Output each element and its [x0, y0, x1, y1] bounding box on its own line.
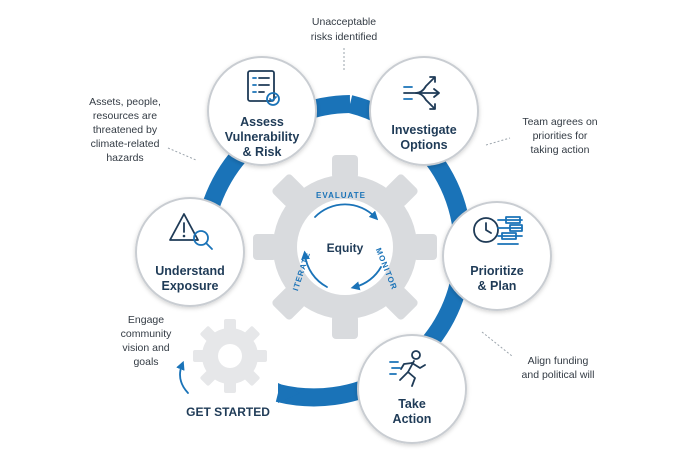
node-understand-line2: Exposure — [162, 279, 219, 293]
svg-text:Team agrees on: Team agrees on — [522, 116, 597, 128]
cycle-ring-arrow-tail — [278, 383, 300, 403]
node-prioritize-line2: & Plan — [478, 279, 517, 293]
connector-left — [167, 147, 197, 161]
svg-text:Align funding: Align funding — [528, 355, 589, 367]
node-understand-line1: Understand — [155, 264, 224, 278]
get-started-label[interactable]: GET STARTED — [186, 405, 270, 419]
node-prioritize-plan[interactable]: Prioritize & Plan — [442, 201, 552, 311]
note-start: Engage community vision and goals — [121, 314, 173, 368]
timeline-clock-icon — [473, 216, 523, 245]
node-action-line1: Take — [398, 397, 426, 411]
gear-evaluate-label: EVALUATE — [316, 191, 366, 200]
svg-text:climate-related: climate-related — [91, 138, 160, 150]
small-gear-icon — [193, 319, 267, 393]
warning-magnifier-icon — [169, 213, 213, 250]
gear-center-label: Equity — [327, 241, 364, 255]
svg-text:community: community — [121, 328, 173, 340]
node-take-action[interactable]: Take Action — [357, 334, 467, 444]
svg-text:resources are: resources are — [93, 110, 157, 122]
svg-text:goals: goals — [133, 356, 158, 368]
branching-arrows-icon — [403, 76, 440, 110]
start-curve-arrow — [176, 360, 189, 394]
node-investigate-line2: Options — [400, 138, 447, 152]
node-understand-exposure[interactable]: Understand Exposure — [135, 197, 245, 307]
node-assess-line3: & Risk — [243, 145, 282, 159]
svg-text:hazards: hazards — [106, 152, 143, 164]
connector-right-bottom — [481, 331, 513, 357]
node-investigate-line1: Investigate — [391, 123, 456, 137]
node-prioritize-line1: Prioritize — [470, 264, 524, 278]
running-person-icon — [389, 350, 426, 387]
note-top: Unacceptable risks identified — [311, 16, 378, 43]
node-assess-vulnerability[interactable]: Assess Vulnerability & Risk — [207, 56, 317, 166]
svg-text:vision and: vision and — [122, 342, 169, 354]
svg-text:Engage: Engage — [128, 314, 164, 326]
checklist-icon — [247, 70, 280, 106]
svg-text:risks identified: risks identified — [311, 31, 378, 43]
note-right-top: Team agrees on priorities for taking act… — [522, 116, 597, 156]
node-investigate-options[interactable]: Investigate Options — [369, 56, 479, 166]
node-action-line2: Action — [393, 412, 432, 426]
node-assess-line1: Assess — [240, 115, 284, 129]
svg-text:Unacceptable: Unacceptable — [312, 16, 376, 28]
svg-text:priorities for: priorities for — [533, 130, 588, 142]
note-right-bottom: Align funding and political will — [522, 355, 595, 381]
svg-text:Assets, people,: Assets, people, — [89, 96, 161, 108]
center-gear-icon — [253, 155, 437, 339]
connector-right-top — [485, 137, 511, 146]
svg-text:taking action: taking action — [531, 144, 590, 156]
svg-text:and political will: and political will — [522, 369, 595, 381]
note-left: Assets, people, resources are threatened… — [89, 96, 161, 164]
svg-text:threatened by: threatened by — [93, 124, 158, 136]
node-assess-line2: Vulnerability — [225, 130, 300, 144]
